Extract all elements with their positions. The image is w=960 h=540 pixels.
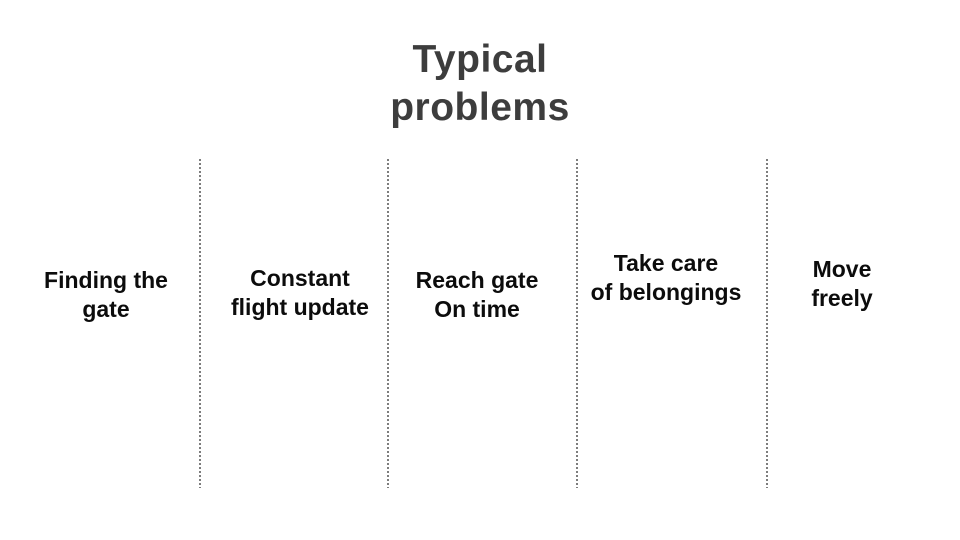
column-finding-gate-line2: gate	[82, 296, 130, 322]
slide-title: Typical problems	[0, 36, 960, 132]
column-finding-gate: Finding the gate	[16, 266, 196, 324]
column-flight-update-line1: Constant	[250, 265, 350, 291]
column-belongings: Take care of belongings	[576, 249, 756, 307]
column-move-freely-line1: Move	[812, 256, 872, 282]
column-flight-update: Constant flight update	[210, 264, 390, 322]
column-finding-gate-line1: Finding the	[44, 267, 168, 293]
column-belongings-line1: Take care	[613, 250, 719, 276]
column-move-freely-line2: freely	[811, 285, 873, 311]
slide-title-line2: problems	[390, 86, 570, 129]
column-move-freely: Move freely	[752, 255, 932, 313]
column-reach-gate-line1: Reach gate	[415, 267, 539, 293]
dotted-divider-4	[766, 159, 768, 488]
column-flight-update-line2: flight update	[231, 294, 369, 320]
column-reach-gate: Reach gate On time	[387, 266, 567, 324]
column-reach-gate-line2: On time	[434, 296, 520, 322]
dotted-divider-3	[576, 159, 578, 488]
dotted-divider-1	[199, 159, 201, 488]
column-belongings-line2: of belongings	[590, 279, 742, 305]
slide-title-line1: Typical	[412, 38, 548, 81]
dotted-divider-2	[387, 159, 389, 488]
